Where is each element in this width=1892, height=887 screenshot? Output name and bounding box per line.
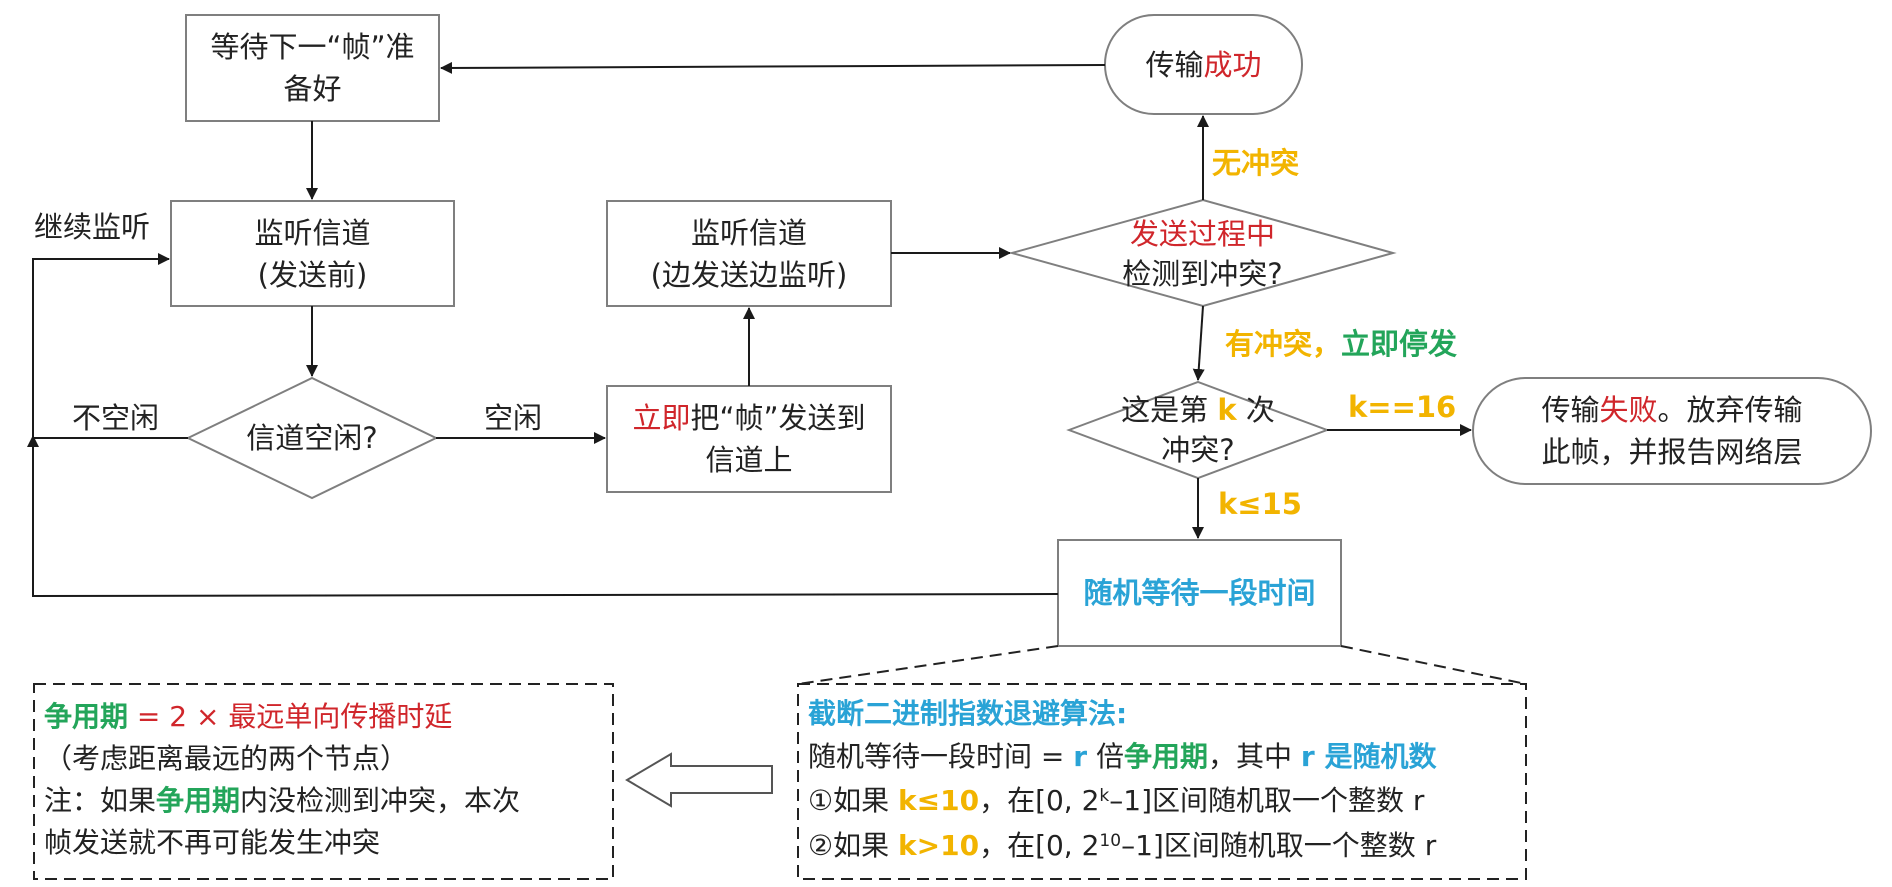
rn-l4-cond: k>10	[898, 829, 980, 862]
send-now-box	[606, 385, 892, 493]
arrow-not-idle-loop	[32, 253, 188, 439]
rn-l3-sup: k	[1099, 786, 1110, 806]
success-pre: 传输	[1145, 47, 1204, 82]
rn-l2-mid2: ，其中	[1208, 740, 1301, 773]
kth-collision-label: 这是第 k 次 冲突?	[1069, 388, 1327, 472]
fail-terminal	[1472, 377, 1872, 485]
rn-l2-r: r	[1073, 740, 1088, 773]
listen-before-label: 监听信道 (发送前)	[171, 201, 454, 306]
kth-collision-line1: 这是第 k 次	[1121, 390, 1275, 430]
left-note-line3: 注：如果争用期内没检测到冲突，本次	[44, 780, 520, 821]
send-now-line2: 信道上	[705, 443, 793, 477]
arrow-detect-to-kth	[1192, 305, 1205, 381]
left-note-l3-post: 内没检测到冲突，本次	[240, 784, 521, 817]
random-wait-label: 随机等待一段时间	[1058, 540, 1341, 646]
left-note-l3-pre: 注：如果	[44, 784, 157, 817]
wait-next-line1: 等待下一“帧”准	[210, 30, 415, 64]
kth-k: k	[1217, 393, 1237, 427]
fail-line1: 传输失败。放弃传输	[1541, 389, 1802, 431]
right-note-line2: 随机等待一段时间 = r 倍争用期，其中 r 是随机数	[808, 736, 1436, 777]
listen-before-line1: 监听信道	[254, 215, 371, 250]
random-wait-text: 随机等待一段时间	[1083, 576, 1316, 610]
label-idle: 空闲	[484, 401, 543, 435]
rn-l4-pre: ②如果	[808, 829, 899, 862]
listen-during-box	[606, 200, 892, 307]
left-note-l3-term: 争用期	[156, 784, 241, 817]
send-now-label: 立即把“帧”发送到 信道上	[607, 386, 891, 492]
fail-red: 失败	[1599, 393, 1658, 427]
label-continue-listen: 继续监听	[34, 210, 151, 244]
right-note-box	[797, 683, 1527, 880]
random-wait-box	[1057, 539, 1342, 647]
rn-l3-mid: ，在[0, 2	[979, 784, 1100, 817]
rn-l4-post: –1]区间随机取一个整数 r	[1121, 829, 1437, 862]
label-collision-stop: 有冲突，立即停发	[1225, 323, 1457, 365]
kth-pre: 这是第	[1121, 393, 1218, 427]
success-label: 传输成功	[1105, 15, 1302, 114]
fail-pre: 传输	[1541, 393, 1600, 427]
label-k15: k≤15	[1218, 487, 1302, 521]
listen-before-line2: (发送前)	[257, 257, 368, 292]
callout-line-left	[797, 645, 1059, 685]
listen-during-label: 监听信道 (边发送边监听)	[607, 201, 891, 306]
detect-collision-diamond	[1008, 198, 1397, 308]
label-stop-now: 立即停发	[1341, 327, 1458, 361]
channel-idle-label: 信道空闲?	[188, 378, 436, 498]
fail-label: 传输失败。放弃传输 此帧，并报告网络层	[1473, 378, 1871, 484]
listen-during-line1: 监听信道	[690, 215, 807, 250]
rn-l3-pre: ①如果	[808, 784, 899, 817]
channel-idle-text: 信道空闲?	[246, 421, 378, 455]
wait-next-box	[185, 14, 440, 122]
wait-next-line2: 备好	[283, 72, 342, 106]
left-note-line1: 争用期 = 2 × 最远单向传播时延	[44, 696, 452, 737]
fail-line2: 此帧，并报告网络层	[1541, 435, 1803, 469]
detect-collision-label: 发送过程中 检测到冲突?	[1012, 210, 1393, 298]
kth-collision-line2: 冲突?	[1161, 433, 1235, 467]
send-now-rest: 把“帧”发送到	[690, 401, 866, 435]
rn-l4-sup: 10	[1099, 831, 1122, 851]
success-red: 成功	[1203, 47, 1262, 82]
left-note-box	[33, 683, 614, 880]
success-line: 传输成功	[1145, 44, 1261, 86]
rn-l2-post: 是随机数	[1314, 740, 1437, 773]
send-now-line1: 立即把“帧”发送到	[632, 397, 865, 439]
label-no-collision: 无冲突	[1212, 146, 1300, 180]
right-note-title: 截断二进制指数退避算法:	[808, 697, 1128, 730]
rn-l3-cond: k≤10	[898, 784, 980, 817]
rn-l2-r2: r	[1300, 740, 1315, 773]
rn-l2-term: 争用期	[1123, 740, 1208, 773]
right-note-line3: ①如果 k≤10，在[0, 2k–1]区间随机取一个整数 r	[808, 780, 1424, 821]
left-note-line4: 帧发送就不再可能发生冲突	[44, 826, 381, 859]
hollow-arrow	[625, 752, 773, 808]
label-has-collision: 有冲突，	[1225, 327, 1342, 361]
left-note-line2: （考虑距离最远的两个节点）	[44, 742, 409, 775]
kth-post: 次	[1236, 393, 1275, 427]
arrow-wait-loop	[27, 435, 1059, 598]
fail-post: 。放弃传输	[1657, 393, 1803, 427]
callout-line-right	[1340, 645, 1527, 685]
listen-during-line2: (边发送边监听)	[650, 257, 848, 292]
rn-l2-pre: 随机等待一段时间 =	[808, 740, 1074, 773]
rn-l2-mid: 倍	[1087, 740, 1124, 773]
left-note-formula: = 2 × 最远单向传播时延	[128, 700, 453, 733]
arrow-success-to-wait	[440, 61, 1106, 74]
rn-l4-mid: ，在[0, 2	[979, 829, 1100, 862]
right-note-line4: ②如果 k>10，在[0, 210–1]区间随机取一个整数 r	[808, 825, 1436, 866]
label-not-idle: 不空闲	[72, 401, 160, 435]
label-k16: k==16	[1348, 390, 1457, 424]
rn-l3-post: –1]区间随机取一个整数 r	[1109, 784, 1425, 817]
send-now-red: 立即	[632, 401, 691, 435]
success-terminal	[1104, 14, 1303, 115]
detect-collision-line2: 检测到冲突?	[1122, 257, 1283, 291]
detect-collision-line1: 发送过程中	[1129, 217, 1275, 251]
wait-next-label: 等待下一“帧”准 备好	[186, 15, 439, 121]
listen-before-box	[170, 200, 455, 307]
left-note-term: 争用期	[44, 700, 129, 733]
